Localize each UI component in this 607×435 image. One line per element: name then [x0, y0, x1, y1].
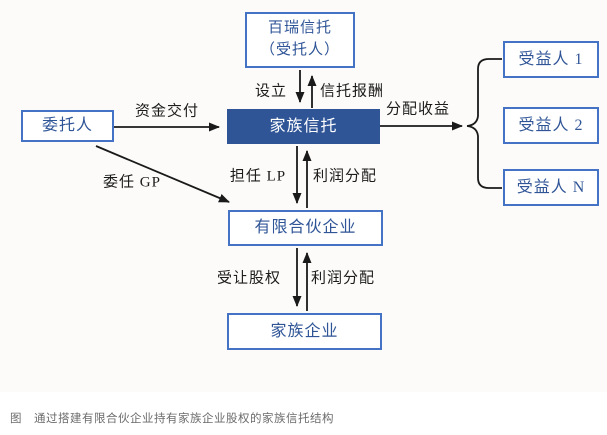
- figure-caption: 图 通过搭建有限合伙企业持有家族企业股权的家族信托结构: [10, 413, 334, 425]
- edge-label-profit-distribution-upper: 利润分配: [312, 168, 378, 185]
- node-family-trust-label: 家族信托: [269, 117, 338, 135]
- node-beneficiary-2: 受益人 2: [503, 107, 599, 144]
- node-limited-partnership: 有限合伙企业: [228, 210, 383, 246]
- node-trustee: 百瑞信托 （受托人）: [245, 12, 355, 68]
- edge-label-establish: 设立: [254, 83, 288, 100]
- beneficiaries-brace: [466, 58, 502, 189]
- node-settlor: 委托人: [21, 110, 114, 142]
- node-beneficiary-1-label: 受益人 1: [518, 50, 584, 68]
- node-trustee-line2: （受托人）: [259, 42, 340, 58]
- node-beneficiary-1: 受益人 1: [503, 41, 599, 78]
- edge-label-transfer-equity: 受让股权: [216, 270, 282, 287]
- node-settlor-label: 委托人: [41, 117, 93, 135]
- edge-label-trust-fee: 信托报酬: [319, 83, 385, 100]
- node-beneficiary-2-label: 受益人 2: [518, 116, 584, 134]
- edge-label-distribute-income: 分配收益: [385, 101, 451, 118]
- node-beneficiary-n: 受益人 N: [503, 169, 599, 206]
- node-family-business-label: 家族企业: [270, 322, 339, 340]
- node-family-trust: 家族信托: [227, 109, 380, 144]
- edge-label-act-as-lp: 担任 LP: [229, 168, 287, 185]
- edge-label-profit-distribution-lower: 利润分配: [310, 270, 376, 287]
- node-limited-partnership-label: 有限合伙企业: [254, 219, 357, 237]
- edge-label-fund-delivery: 资金交付: [134, 103, 200, 120]
- node-beneficiary-n-label: 受益人 N: [516, 178, 586, 196]
- node-trustee-line1: 百瑞信托: [267, 20, 332, 37]
- edge-label-appoint-gp: 委任 GP: [103, 174, 161, 191]
- node-family-business: 家族企业: [227, 313, 382, 350]
- arrow-appoint-gp: [95, 145, 230, 203]
